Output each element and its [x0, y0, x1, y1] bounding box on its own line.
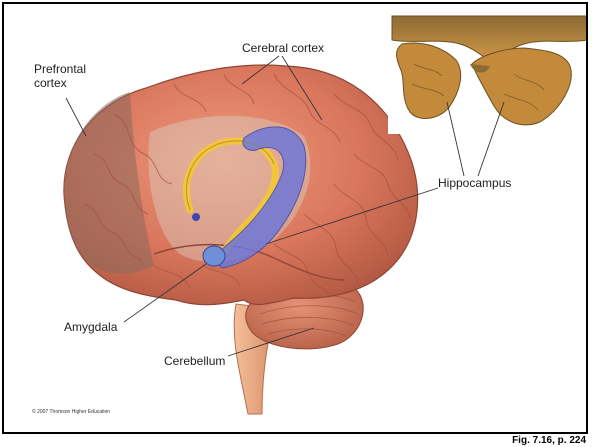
brain-illustration — [4, 4, 588, 434]
copyright-text: © 2007 Thomson Higher Education — [32, 409, 110, 415]
slide-frame: Prefrontal cortex Cerebral cortex Hippoc… — [2, 2, 588, 434]
figure-reference: Fig. 7.16, p. 224 — [512, 435, 586, 446]
amygdala-structure — [203, 246, 225, 266]
label-amygdala: Amygdala — [64, 320, 117, 334]
hippocampus-specimen-photo — [388, 14, 588, 134]
label-prefrontal-cortex: Prefrontal cortex — [34, 62, 86, 90]
label-cerebral-cortex: Cerebral cortex — [242, 41, 324, 55]
label-cerebellum: Cerebellum — [164, 354, 225, 368]
label-prefrontal-line2: cortex — [34, 76, 86, 90]
label-hippocampus: Hippocampus — [438, 176, 511, 190]
label-prefrontal-line1: Prefrontal — [34, 62, 86, 76]
